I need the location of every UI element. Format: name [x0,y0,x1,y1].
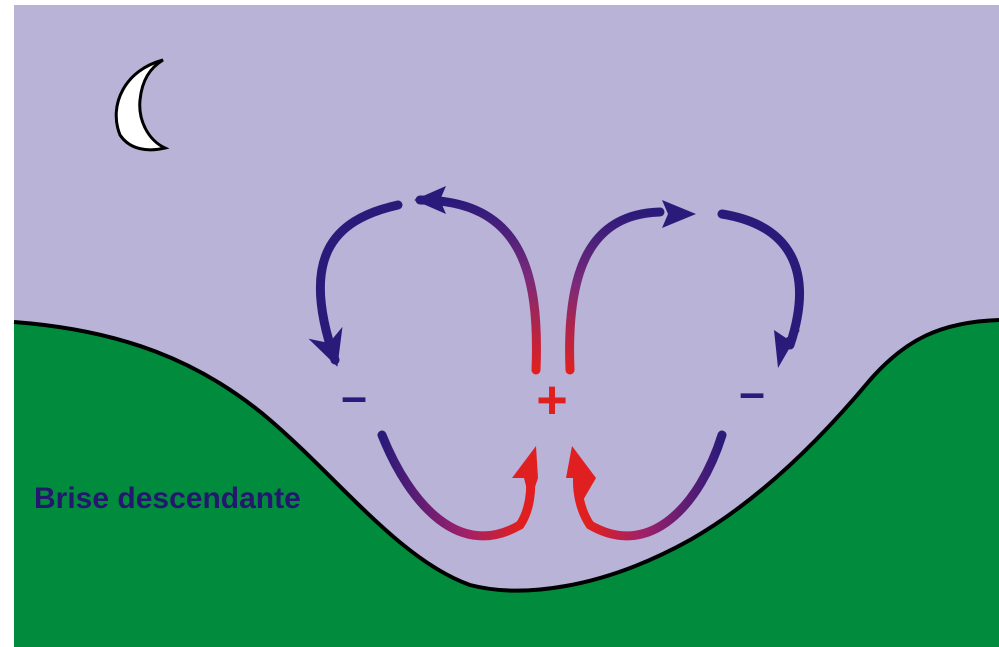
diagram-caption: Brise descendante [34,482,301,515]
low-pressure-left-symbol: – [341,370,367,422]
low-pressure-right-symbol: – [739,366,765,418]
high-pressure-symbol: + [536,370,568,430]
